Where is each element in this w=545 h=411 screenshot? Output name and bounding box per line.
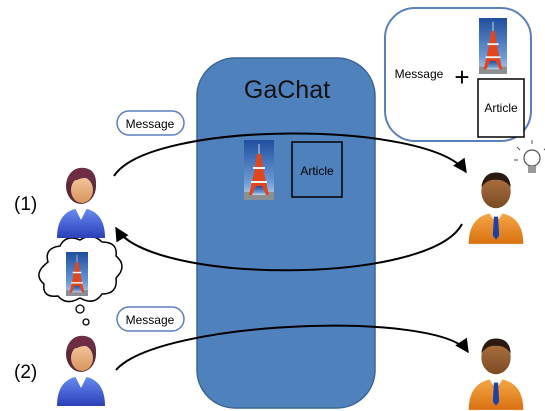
received-article-label: Article [484, 101, 518, 115]
tower-photo-icon [244, 140, 274, 200]
thought-dot-large [75, 304, 85, 314]
message-tag-1-label: Message [126, 117, 175, 131]
scenario-label-2: (2) [14, 362, 37, 383]
received-tower-photo-icon [479, 17, 507, 75]
plus-sign: + [454, 62, 469, 92]
thought-dot-small [82, 318, 90, 326]
hub-title: GaChat [244, 76, 330, 104]
message-tag-2 [116, 306, 185, 332]
male-user-icon [468, 172, 524, 244]
message-tag-1 [116, 110, 185, 136]
received-article-box [477, 78, 525, 138]
imagined-tower-photo-icon [66, 252, 88, 296]
send-arrow-2 [115, 324, 469, 371]
article-box-hub [291, 141, 343, 198]
female-user-icon-2 [57, 335, 105, 406]
article-label-hub: Article [300, 164, 334, 178]
message-tag-2-label: Message [126, 313, 175, 327]
scenario-label-1: (1) [14, 194, 37, 215]
send-arrow-1 [113, 132, 467, 177]
female-user-icon [57, 167, 105, 238]
gachat-hub [196, 57, 376, 409]
male-user-icon-2 [468, 338, 524, 410]
reply-arrow-1 [115, 223, 463, 272]
received-message-label: Message [395, 67, 444, 81]
lightbulb-icon [514, 140, 545, 173]
